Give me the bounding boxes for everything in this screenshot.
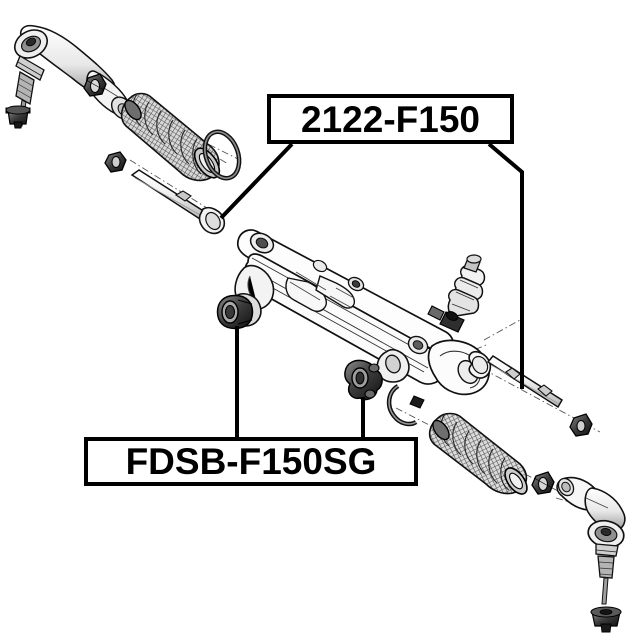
boot-clamp-ring-right [386, 384, 425, 427]
mounting-bushing-three-lobe [344, 359, 383, 401]
leader-lines [219, 142, 524, 437]
part-number-label-fdsb-f150sg[interactable]: FDSB-F150SG [84, 437, 418, 486]
part-number-text: 2122-F150 [301, 98, 480, 140]
bellows-boot-right [428, 412, 528, 495]
leader-2122-left [219, 142, 294, 220]
inner-tie-rod-right [468, 350, 564, 409]
boot-clamp-nut-upper-left [83, 73, 107, 97]
clamp-nut-rack-left [104, 151, 127, 173]
part-number-text: FDSB-F150SG [125, 441, 377, 482]
castle-nut-left [5, 105, 31, 129]
leader-2122-right [487, 142, 524, 389]
castle-nut-right [590, 606, 622, 633]
outer-tie-rod-end-right [556, 476, 626, 605]
boot-clamp-nut-lower-right [531, 471, 555, 495]
boot-clamp-ring-left [202, 129, 242, 181]
part-number-label-2122-f150[interactable]: 2122-F150 [267, 94, 514, 144]
mounting-bushing-cylindrical [216, 294, 254, 330]
outer-tie-rod-end-left [13, 24, 134, 127]
clamp-nut-rack-right [569, 413, 593, 437]
pinion-valve-housing [427, 254, 486, 333]
inner-tie-rod-left [130, 169, 226, 235]
